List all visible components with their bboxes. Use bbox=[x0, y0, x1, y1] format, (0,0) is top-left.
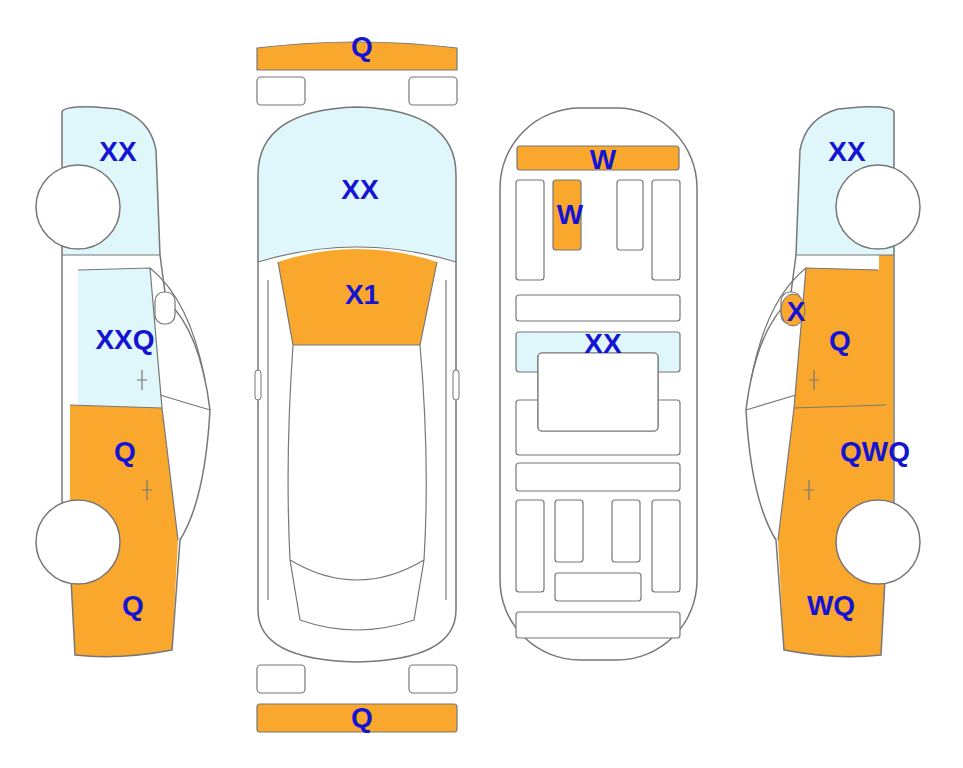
top-view bbox=[255, 42, 459, 732]
damage-code: Q bbox=[351, 704, 373, 732]
damage-code: QWQ bbox=[840, 438, 910, 466]
damage-code: Q bbox=[829, 327, 851, 355]
damage-code: WQ bbox=[807, 592, 855, 620]
damage-code: XX bbox=[99, 138, 136, 166]
damage-code: XX bbox=[828, 138, 865, 166]
damage-code: XX bbox=[584, 330, 621, 358]
damage-code: W bbox=[557, 201, 583, 229]
damage-code: XXQ bbox=[95, 326, 154, 354]
damage-code: Q bbox=[114, 438, 136, 466]
right-side-view bbox=[746, 107, 920, 657]
damage-code: Q bbox=[122, 592, 144, 620]
damage-code: Q bbox=[351, 33, 373, 61]
interior-view bbox=[500, 108, 697, 660]
damage-code: X bbox=[787, 298, 806, 326]
damage-code: W bbox=[590, 146, 616, 174]
damage-code: X1 bbox=[345, 281, 379, 309]
damage-code: XX bbox=[341, 176, 378, 204]
left-side-view bbox=[36, 107, 210, 657]
